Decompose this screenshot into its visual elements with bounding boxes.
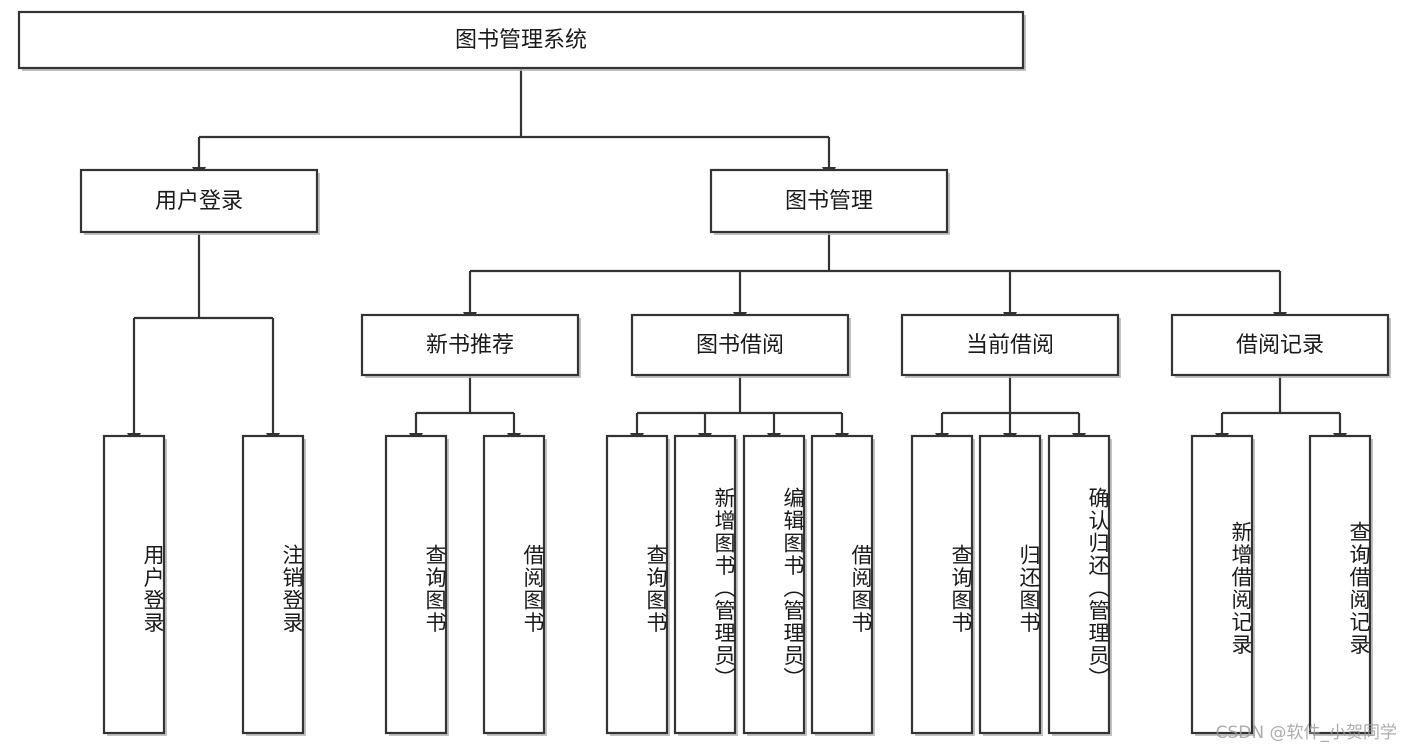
node-label-leaf-query-record: 查询借阅记录	[1347, 521, 1371, 656]
node-label-leaf-query-book-3: 查询图书	[949, 543, 973, 634]
node-leaf-edit-book[interactable]	[742, 434, 806, 735]
node-leaf-query-book-3[interactable]	[910, 434, 974, 735]
node-root[interactable]	[17, 10, 1025, 70]
node-leaf-confirm-return[interactable]	[1047, 434, 1111, 735]
node-leaf-query-book-1[interactable]	[384, 434, 448, 735]
node-book-management[interactable]	[709, 168, 949, 234]
node-label-leaf-add-record: 新增借阅记录	[1229, 521, 1253, 656]
node-label-leaf-add-book: 新增图书（管理员）	[712, 487, 736, 690]
node-leaf-user-logout[interactable]	[241, 434, 305, 735]
node-leaf-query-record[interactable]	[1308, 434, 1372, 735]
node-user-login[interactable]	[79, 168, 319, 234]
node-leaf-return-book[interactable]	[978, 434, 1042, 735]
node-label-book-management: 图书管理	[785, 189, 873, 214]
node-label-leaf-borrow-book-2: 借阅图书	[849, 543, 873, 634]
node-label-current-borrow: 当前借阅	[966, 333, 1054, 358]
node-label-root: 图书管理系统	[455, 28, 587, 53]
node-label-borrow-record: 借阅记录	[1236, 333, 1324, 358]
connector-edges	[127, 68, 1347, 445]
node-label-leaf-confirm-return: 确认归还（管理员）	[1086, 487, 1110, 690]
node-leaf-add-record[interactable]	[1190, 434, 1254, 735]
node-new-book-recommend[interactable]	[360, 313, 580, 377]
node-label-new-book-recommend: 新书推荐	[426, 333, 514, 358]
node-label-leaf-query-book-2: 查询图书	[644, 543, 668, 634]
node-leaf-add-book[interactable]	[673, 434, 737, 735]
node-label-leaf-edit-book: 编辑图书（管理员）	[781, 487, 805, 690]
node-label-leaf-query-book-1: 查询图书	[423, 543, 447, 634]
node-borrow-record[interactable]	[1170, 313, 1390, 377]
node-leaf-borrow-book-1[interactable]	[482, 434, 546, 735]
node-label-leaf-user-logout: 注销登录	[280, 543, 304, 634]
node-label-leaf-borrow-book-1: 借阅图书	[521, 543, 545, 634]
node-book-borrow[interactable]	[630, 313, 850, 377]
node-label-user-login: 用户登录	[155, 189, 243, 214]
node-leaf-borrow-book-2[interactable]	[810, 434, 874, 735]
node-leaf-query-book-2[interactable]	[605, 434, 669, 735]
node-label-book-borrow: 图书借阅	[696, 333, 784, 358]
node-leaf-user-login[interactable]	[102, 434, 166, 735]
node-label-leaf-user-login: 用户登录	[141, 543, 165, 634]
node-current-borrow[interactable]	[900, 313, 1120, 377]
node-label-leaf-return-book: 归还图书	[1017, 543, 1041, 634]
